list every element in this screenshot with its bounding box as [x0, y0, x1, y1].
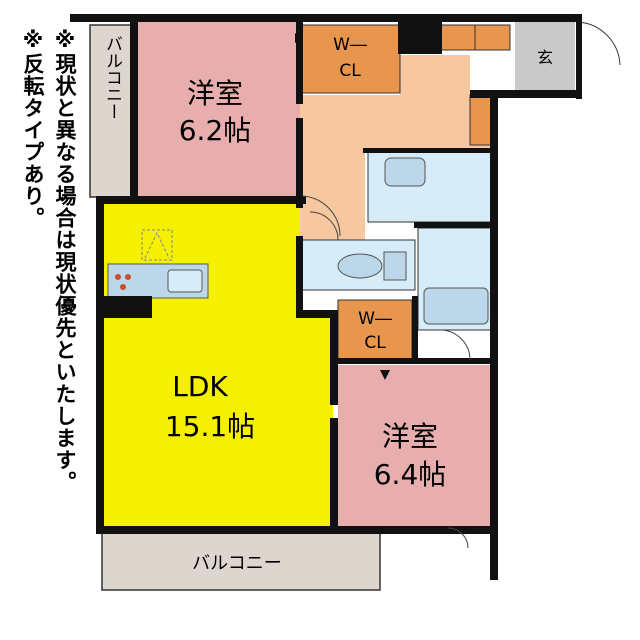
toilet-icon — [337, 253, 383, 279]
walk-in-closet-top-line1: W― — [333, 35, 367, 55]
range-hood-icon — [141, 229, 173, 261]
entrance-door-swing — [577, 21, 621, 66]
walk-in-closet-middle — [337, 299, 413, 361]
door-arrow-icon — [380, 370, 390, 380]
western-room-top — [135, 22, 300, 197]
ldk-name: LDK — [172, 370, 228, 403]
stove-burner-icon — [125, 274, 131, 280]
entrance — [515, 20, 575, 95]
western-room-bottom-size: 6.4帖 — [374, 458, 447, 491]
walls — [70, 14, 582, 580]
balcony-left — [89, 24, 136, 198]
western-room-top-size: 6.2帖 — [179, 114, 252, 147]
stove-burner-icon — [120, 284, 126, 290]
walk-in-closet-middle-line2: CL — [364, 333, 386, 353]
sink-icon — [167, 269, 203, 293]
door-swings — [301, 195, 471, 549]
washbasin-icon — [384, 157, 426, 187]
stove-burner-icon — [115, 274, 121, 280]
toilet-tank-icon — [383, 251, 407, 281]
balcony-bottom-label: バルコニー — [192, 553, 282, 574]
door-arrow-icon — [295, 33, 303, 43]
walk-in-closet-middle-line1: W― — [358, 309, 392, 329]
bathtub-icon — [423, 287, 489, 325]
ldk-size: 15.1帖 — [165, 410, 255, 443]
balcony-bottom — [101, 531, 381, 591]
western-room-bottom — [338, 365, 494, 528]
balcony-left-label: バルコニー — [102, 35, 122, 120]
note-reversed-type: ※反転タイプあり。 — [21, 28, 45, 229]
range-hood-vent-icon — [144, 231, 170, 259]
note-current-condition: ※現状と異なる場合は現状優先といたします。 — [53, 28, 77, 493]
entrance-label: 玄 — [537, 48, 553, 67]
western-room-top-name: 洋室 — [187, 77, 243, 110]
walk-in-closet-top — [301, 24, 401, 94]
walk-in-closet-top-line2: CL — [339, 61, 361, 81]
western-room-bottom-name: 洋室 — [382, 420, 438, 453]
hallway — [300, 55, 496, 240]
